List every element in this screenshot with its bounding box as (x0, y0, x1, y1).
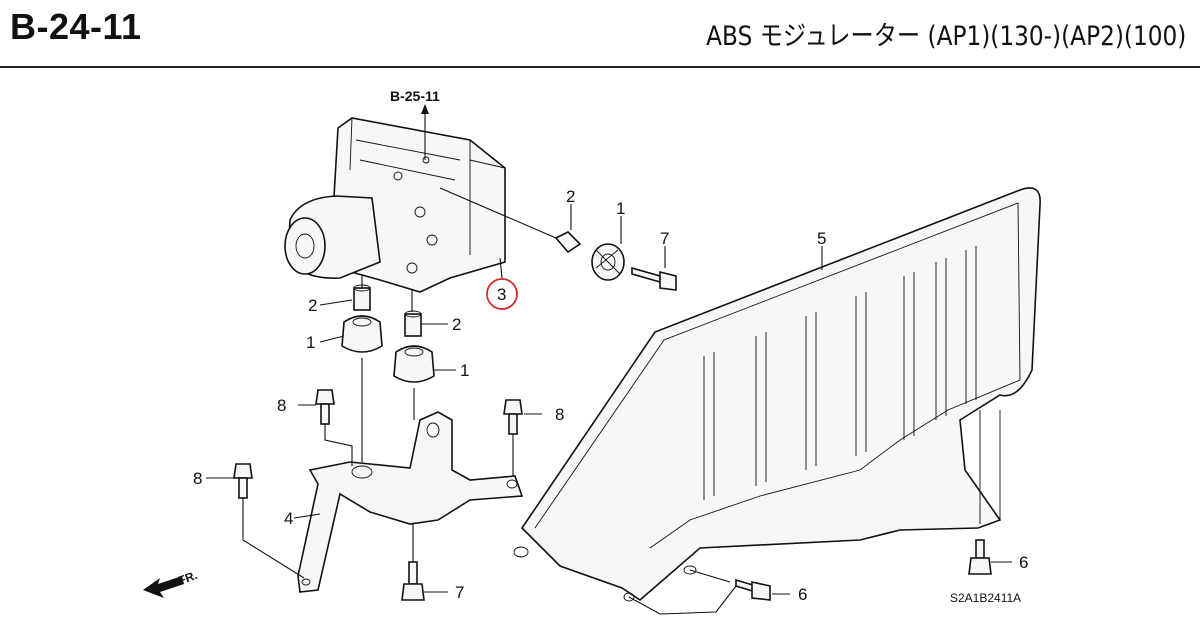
leader-part-3 (499, 257, 503, 279)
front-direction-arrow-icon (143, 576, 184, 598)
leader-modulator-right (439, 187, 557, 239)
diagram-title: ABS モジュレーター (AP1)(130-)(AP2)(100) (705, 21, 1186, 52)
part-5-shield[interactable] (513, 187, 1041, 602)
part-2-collar-top[interactable] (554, 231, 582, 254)
callout-7-bottom[interactable]: 7 (455, 583, 464, 602)
part-8-bolt-a[interactable] (315, 389, 335, 425)
leader-4 (293, 513, 321, 519)
part-4-bracket[interactable] (297, 411, 524, 593)
leader-shield-lower (628, 585, 737, 615)
callout-1-mid[interactable]: 1 (460, 361, 469, 380)
callout-6-a[interactable]: 6 (1019, 553, 1028, 572)
leader-2-left (319, 299, 353, 306)
diagram-code: B-24-11 (10, 6, 142, 47)
leader-bolt-c-path (242, 498, 305, 579)
part-1-grommet-top[interactable] (591, 243, 625, 281)
part-1-grommet-left[interactable] (341, 315, 383, 353)
callout-2-mid[interactable]: 2 (452, 315, 461, 334)
front-direction-label: FR. (176, 568, 199, 588)
callout-7-top[interactable]: 7 (660, 229, 669, 248)
leader-1-left (319, 335, 345, 343)
callout-6-b[interactable]: 6 (798, 585, 807, 604)
callout-2-left[interactable]: 2 (308, 296, 317, 315)
callout-2-top[interactable]: 2 (566, 187, 575, 206)
callout-8-c[interactable]: 8 (193, 469, 202, 488)
callout-1-left[interactable]: 1 (306, 333, 315, 352)
drawing-code: S2A1B2411A (950, 591, 1021, 605)
part-8-bolt-c[interactable] (233, 463, 253, 499)
part-8-bolt-b[interactable] (503, 399, 523, 435)
part-1-grommet-mid[interactable] (393, 345, 435, 383)
part-2-collar-mid[interactable] (404, 310, 422, 337)
leader-bolt-a-path (324, 424, 353, 466)
callout-8-a[interactable]: 8 (277, 396, 286, 415)
leader-shield-to-bolt-6b (689, 569, 731, 583)
callout-3-highlight-ring (486, 278, 518, 310)
callout-4[interactable]: 4 (284, 509, 293, 528)
header-divider (0, 66, 1200, 68)
part-7-bolt-top[interactable] (631, 266, 677, 291)
part-2-collar-left[interactable] (353, 284, 371, 311)
callout-1-top[interactable]: 1 (616, 199, 625, 218)
part-6-bolt-b[interactable] (735, 578, 771, 601)
part-3-abs-modulator[interactable] (284, 117, 506, 293)
part-7-bolt-bottom[interactable] (401, 561, 425, 601)
part-6-bolt-a[interactable] (968, 539, 992, 575)
reference-label[interactable]: B-25-11 (390, 88, 440, 104)
reference-arrowhead (421, 104, 429, 114)
callout-3[interactable]: 3 (497, 285, 506, 304)
callout-8-b[interactable]: 8 (555, 405, 564, 424)
callout-5[interactable]: 5 (817, 229, 826, 248)
